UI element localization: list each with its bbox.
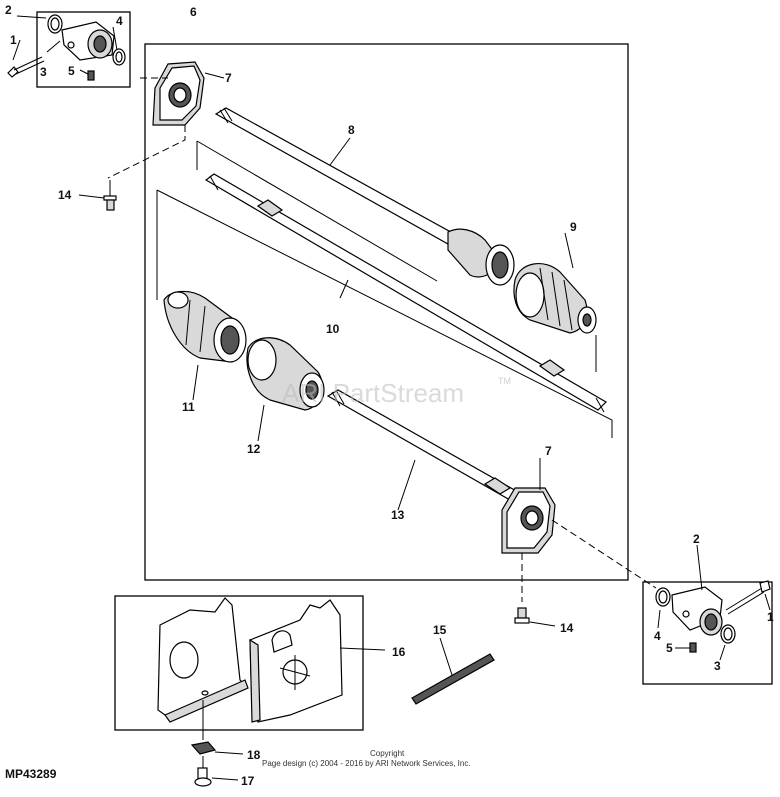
oring-part-4-left: [112, 48, 126, 66]
callout-5-right: 5: [666, 641, 673, 655]
callout-9: 9: [570, 220, 577, 234]
callout-15: 15: [433, 623, 447, 637]
callout-13: 13: [391, 508, 405, 522]
callout-3-right: 3: [714, 659, 721, 673]
callout-5-left: 5: [68, 64, 75, 78]
callout-4-left: 4: [116, 14, 123, 28]
callout-2-right: 2: [693, 532, 700, 546]
washer-part-3-right: [720, 624, 736, 644]
intermediate-shaft-part-10: [204, 173, 607, 413]
callout-16: 16: [392, 645, 406, 659]
callout-18: 18: [247, 748, 261, 762]
screw-part-17: [194, 767, 212, 787]
shield-box-lower-left: [114, 595, 364, 731]
bolt-part-1-left: [7, 56, 45, 78]
callout-10: 10: [326, 322, 340, 336]
washer-part-3-left: [47, 14, 63, 34]
figure-code: MP43289: [5, 767, 57, 781]
shield-part-16-left-panel: [157, 597, 249, 723]
cv-boot-part-9: [513, 263, 597, 334]
flange-bolt-part-14-left: [103, 180, 117, 211]
copyright-notice: Page design (c) 2004 - 2016 by ARI Netwo…: [262, 759, 471, 768]
setscrew-part-5-right: [689, 642, 697, 653]
callout-17: 17: [241, 774, 255, 788]
copyright-label: Copyright: [370, 749, 405, 758]
callout-2-left: 2: [5, 3, 12, 17]
callout-12: 12: [247, 442, 261, 456]
oring-part-4-right: [655, 587, 671, 607]
kit-box-lower-right: [642, 581, 773, 685]
cv-boot-part-11: [163, 290, 247, 363]
flange-bolt-part-14-right: [514, 607, 530, 624]
callout-3-left: 3: [40, 65, 47, 79]
assembly-box-main: [144, 43, 629, 581]
bushing-part-2-left: [61, 21, 115, 61]
callout-8: 8: [348, 123, 355, 137]
callout-6: 6: [190, 5, 197, 19]
callout-14-right: 14: [560, 621, 574, 635]
bushing-part-2-right: [671, 586, 723, 636]
callout-11: 11: [182, 400, 195, 414]
cv-housing-part-12: [246, 337, 325, 411]
setscrew-part-5-left: [87, 70, 95, 81]
watermark-text: ARI PartStream: [282, 378, 464, 408]
callout-4-right: 4: [654, 629, 661, 643]
bearing-housing-part-7-bottom: [501, 487, 556, 554]
callout-7-top: 7: [225, 71, 232, 85]
watermark-trademark: TM: [498, 376, 511, 386]
bolt-part-1-right: [725, 580, 771, 615]
shield-part-16-right-panel: [249, 599, 343, 723]
callout-7-bottom: 7: [545, 444, 552, 458]
bearing-housing-part-7-top: [152, 61, 205, 126]
callout-14-left: 14: [58, 188, 72, 202]
strip-part-15: [411, 653, 495, 705]
clip-nut-part-18: [190, 741, 217, 755]
drive-shaft-part-8: [214, 107, 515, 286]
callout-1-left: 1: [10, 33, 17, 47]
kit-box-upper-left: [36, 11, 131, 88]
callout-1-right: 1: [767, 610, 774, 624]
